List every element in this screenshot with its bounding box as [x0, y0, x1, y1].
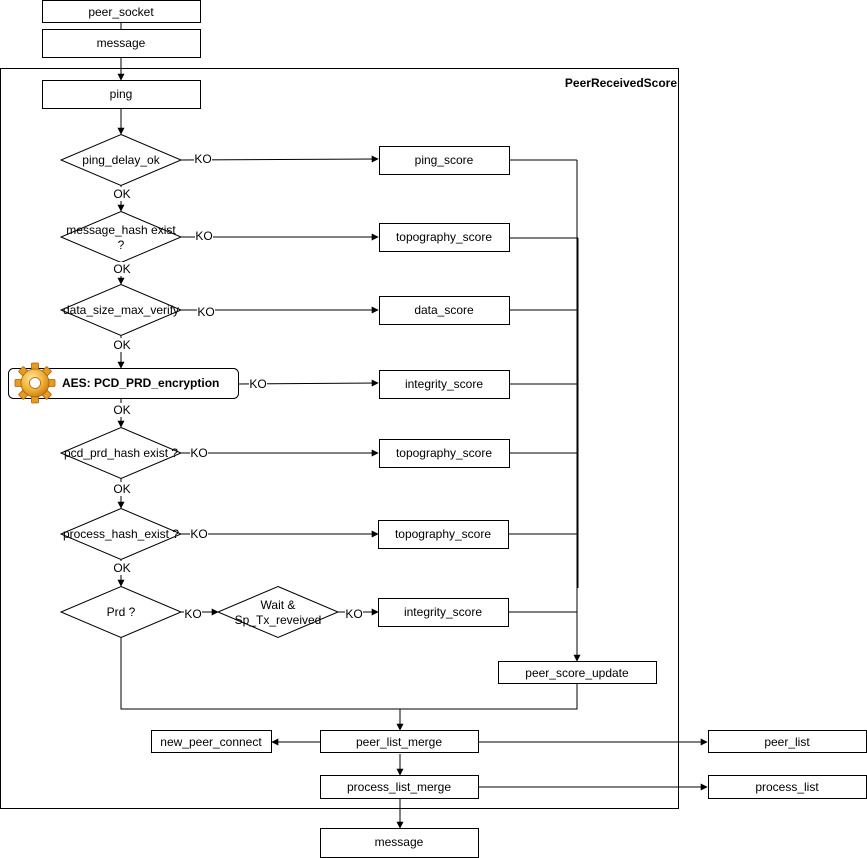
label-ok-2: OK [113, 262, 130, 276]
node-integrity-score-1-label: integrity_score [405, 377, 483, 391]
label-ok-4: OK [113, 403, 130, 417]
gear-icon [14, 362, 56, 404]
decision-pcd-prd-hash [59, 426, 183, 480]
node-integrity-score-1 [379, 370, 510, 399]
decision-process-hash [59, 507, 183, 561]
label-ko-6: KO [190, 527, 207, 541]
node-peer-list-merge-label: peer_list_merge [356, 735, 442, 749]
node-process-list-merge-label: process_list_merge [347, 780, 451, 794]
decision-message-hash-label-2: ? [118, 238, 125, 252]
node-ping-score [379, 146, 510, 175]
label-ok-1: OK [113, 187, 130, 201]
label-ko-8: KO [345, 607, 362, 621]
node-message-in-label: message [97, 36, 146, 50]
label-ko-1: KO [194, 152, 211, 166]
node-peer-list-merge [320, 730, 479, 753]
label-ok-5: OK [113, 482, 130, 496]
node-peer-score-update [498, 661, 657, 684]
node-process-list-merge [320, 775, 479, 799]
node-peer-socket [42, 0, 201, 23]
label-ko-2: KO [195, 229, 212, 243]
edge-labels: KO KO KO KO KO KO KO KO OK OK OK OK OK O… [112, 152, 363, 621]
node-new-peer-connect-label: new_peer_connect [160, 735, 262, 749]
node-peer-score-update-label: peer_score_update [525, 666, 629, 680]
label-ko-4: KO [249, 377, 266, 391]
container-title: PeerReceivedScore [565, 76, 677, 90]
node-peer-socket-label: peer_socket [88, 5, 154, 19]
node-new-peer-connect [151, 730, 272, 753]
node-topography-score-2-label: topography_score [396, 446, 492, 460]
decision-data-size [59, 283, 183, 337]
node-topography-score-1-label: topography_score [396, 230, 492, 244]
decision-wait-label-1: Wait & [261, 598, 296, 612]
decision-prd [59, 585, 183, 639]
label-ok-3: OK [113, 338, 130, 352]
decision-wait-label-2: Sp_Tx_reveived [235, 613, 322, 627]
node-topography-score-3-label: topography_score [395, 527, 491, 541]
edge-ko-ping-score [180, 155, 379, 163]
node-aes-encryption [8, 368, 239, 399]
node-message-out-label: message [375, 835, 424, 849]
node-message-out [320, 828, 479, 858]
node-peer-list-label: peer_list [764, 735, 810, 749]
node-process-list-label: process_list [755, 780, 819, 794]
decision-prd-label: Prd ? [107, 605, 136, 619]
decision-process-hash-label: process_hash_exist ? [63, 527, 179, 541]
node-topography-score-1 [379, 223, 510, 252]
label-ko-3: KO [197, 305, 214, 319]
edge-score-merge [400, 684, 578, 710]
node-aes-label: AES: PCD_PRD_encryption [62, 376, 219, 390]
node-ping [42, 80, 201, 109]
node-ping-score-label: ping_score [415, 153, 474, 167]
node-topography-score-2 [379, 439, 510, 468]
decision-data-size-label: data_size_max_verify [63, 303, 179, 317]
node-integrity-score-2-label: integrity_score [404, 605, 482, 619]
node-ping-label: ping [110, 87, 133, 101]
label-ko-7: KO [184, 607, 201, 621]
decision-ping-delay-ok-label: ping_delay_ok [82, 153, 160, 167]
decision-wait-sp-tx [216, 585, 340, 639]
label-ko-5: KO [190, 446, 207, 460]
node-message-in [42, 29, 201, 58]
decision-pcd-prd-hash-label: pcd_prd_hash exist ? [64, 446, 178, 460]
label-ok-6: OK [113, 561, 130, 575]
edge-prd-merge [120, 637, 400, 710]
decision-message-hash-label-1: message_hash exist [66, 223, 176, 237]
node-integrity-score-2 [378, 598, 509, 627]
node-topography-score-3 [378, 520, 509, 549]
node-data-score [379, 296, 510, 325]
decision-ping-delay-ok [59, 133, 183, 187]
node-data-score-label: data_score [414, 303, 474, 317]
